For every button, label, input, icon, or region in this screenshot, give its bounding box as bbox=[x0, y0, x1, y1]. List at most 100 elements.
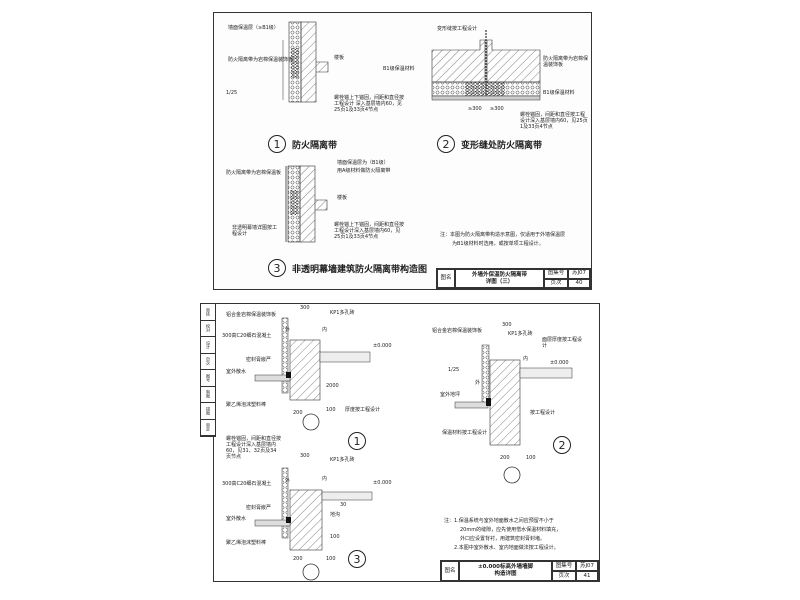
label: 聚乙烯泡沫塑料棒 bbox=[226, 540, 267, 546]
label: 螺栓锚固，间距和直径按工程设计深入基层墙内60，见25页1及33页4节点 bbox=[520, 112, 588, 130]
label: 按工程设计 bbox=[530, 410, 556, 416]
section-ref: 1/25 bbox=[226, 90, 238, 96]
label: 楼板 bbox=[337, 195, 348, 201]
title-block-cell: 41 bbox=[576, 571, 598, 581]
note-line: 为B1级材料时选用，或按单项工程设计。 bbox=[452, 241, 544, 247]
label: 防火隔离带为岩棉保温装饰板 bbox=[543, 56, 589, 68]
title-block-cell: 40 bbox=[568, 278, 590, 288]
label: 防火隔离带为岩棉保温板 bbox=[226, 170, 282, 176]
title-block-cell: 图集号 bbox=[552, 561, 576, 571]
label: 螺栓锚上下锚固，间距和直径按工程设计 深入基层墙内60，见25页1及33页4节点 bbox=[334, 95, 405, 113]
dimension: 300 bbox=[300, 453, 310, 459]
label: 300高C20细石混凝土 bbox=[222, 333, 272, 339]
label: 内 bbox=[322, 327, 328, 333]
title-block-cell: 设计 bbox=[201, 337, 215, 354]
label: 螺栓锚上下锚固，间距和直径按工程设计深入基层墙内60，见25页1及33页4节点 bbox=[334, 222, 405, 240]
title-block-cell: 图号 bbox=[201, 370, 215, 387]
label: 内 bbox=[322, 476, 328, 482]
label: 室外散水 bbox=[226, 516, 247, 522]
label: 楼板 bbox=[334, 55, 345, 61]
title-block-cell: 审定 bbox=[201, 420, 215, 436]
label: 铝合金岩棉保温装饰板 bbox=[432, 328, 483, 334]
note-line: 注：1.保温系统与室外地面散水之间应预留不小于 bbox=[444, 518, 554, 524]
bottom-detail2-marker: 2 bbox=[553, 436, 571, 454]
dimension: 200 bbox=[293, 410, 303, 416]
label: 300高C20细石混凝土 bbox=[222, 481, 272, 487]
dimension: ≥300 bbox=[490, 106, 504, 112]
dimension: 100 bbox=[526, 455, 536, 461]
title-block-cell: 制图 bbox=[201, 387, 215, 403]
title-block-cell: 苏J07 bbox=[568, 269, 590, 279]
title-block-cell: 页次 bbox=[201, 354, 215, 370]
label: 内 bbox=[523, 356, 529, 362]
note-line: 注：本图为防火隔离带构造示意图，仅适用于外墙保温层 bbox=[440, 232, 566, 238]
label: 面层厚度按工程设计 bbox=[542, 337, 583, 349]
label: ±0.000 bbox=[373, 343, 392, 349]
label: 保温材料按工程设计 bbox=[442, 430, 488, 436]
section-ref: 1/25 bbox=[448, 367, 460, 373]
dimension: 100 bbox=[326, 407, 336, 413]
label: 螺栓锚固，间距和直径按工程设计深入基层墙内60，见31、32页及34页节点 bbox=[226, 436, 282, 460]
title-block-cell: 审核 bbox=[201, 304, 215, 321]
bottom-detail3-drawing bbox=[254, 467, 373, 581]
bottom-detail1-marker: 1 bbox=[348, 432, 366, 450]
title-block-cell: 描图 bbox=[201, 403, 215, 420]
dimension: 300 bbox=[502, 322, 512, 328]
label: 墙面保温层（≥B1级） bbox=[228, 25, 279, 31]
bottom-detail3-marker: 3 bbox=[348, 550, 366, 568]
drawing-sheet-bottom bbox=[213, 303, 600, 582]
label: B1级保温材料 bbox=[543, 90, 575, 96]
detail1-fire-barrier-drawing bbox=[282, 21, 329, 103]
note-line: 外口应设置背衬，用建筑密封膏封堵。 bbox=[460, 536, 546, 542]
label: KP1多孔砖 bbox=[330, 457, 355, 463]
dimension: 200 bbox=[293, 556, 303, 562]
label: 室外散水 bbox=[226, 369, 247, 375]
title-block-cell: 图集号 bbox=[544, 269, 568, 279]
dimension: ≥300 bbox=[468, 106, 482, 112]
label: 密封膏嵌严 bbox=[246, 357, 272, 363]
bottom-detail2-drawing bbox=[454, 344, 573, 484]
label: 用A级材料做防火隔离带 bbox=[337, 168, 391, 174]
dimension: 30 bbox=[340, 502, 347, 508]
title-block-cell: 页次 bbox=[544, 278, 568, 288]
dimension: 300 bbox=[300, 305, 310, 311]
label: 墙面保温层为（B1级） bbox=[337, 160, 389, 166]
title-block-cell: 页次 bbox=[552, 571, 576, 581]
side-signature-strip: 审核校对设计页次图号制图描图审定 bbox=[200, 303, 216, 437]
label: B1级保温材料 bbox=[383, 66, 415, 72]
label: 外 bbox=[285, 478, 291, 484]
title-block-cell: 苏J07 bbox=[576, 561, 598, 571]
label: 防火隔离带为岩棉保温装饰板 bbox=[228, 57, 294, 63]
label: 变形缝按工程设计 bbox=[437, 26, 478, 32]
label: 非透明幕墙详图按工程设计 bbox=[232, 225, 278, 237]
title-block-cell: 外墙外保温防火隔离带详图（三） bbox=[455, 269, 544, 288]
label: 密封膏嵌严 bbox=[246, 505, 272, 511]
dimension: 100 bbox=[330, 534, 340, 540]
title-block-cell: 校对 bbox=[201, 321, 215, 337]
detail2-expansion-joint-drawing bbox=[431, 30, 541, 101]
label: ±0.000 bbox=[373, 480, 392, 486]
dimension: 200 bbox=[500, 455, 510, 461]
label: 地沟 bbox=[330, 512, 341, 518]
note-line: 20mm的缝隙，应先使用憎水保温材料填充， bbox=[460, 527, 562, 533]
bottom-detail1-drawing bbox=[254, 317, 371, 431]
label: 聚乙烯泡沫塑料棒 bbox=[226, 402, 267, 408]
label: KP1多孔砖 bbox=[330, 310, 355, 316]
label: 外 bbox=[475, 380, 481, 386]
label: 外 bbox=[285, 327, 291, 333]
label: 厚度按工程设计 bbox=[345, 407, 381, 413]
title-block-cell: 图名 bbox=[437, 269, 455, 288]
dimension: 100 bbox=[326, 556, 336, 562]
title-block-cell: ±0.000标高外墙墙脚构造详图 bbox=[459, 561, 552, 581]
dimension: 2000 bbox=[326, 383, 339, 389]
detail3-curtain-wall-drawing bbox=[285, 165, 328, 243]
title-block-cell: 图名 bbox=[441, 561, 459, 581]
label: ±0.000 bbox=[550, 360, 569, 366]
label: 室外地坪 bbox=[440, 392, 461, 398]
